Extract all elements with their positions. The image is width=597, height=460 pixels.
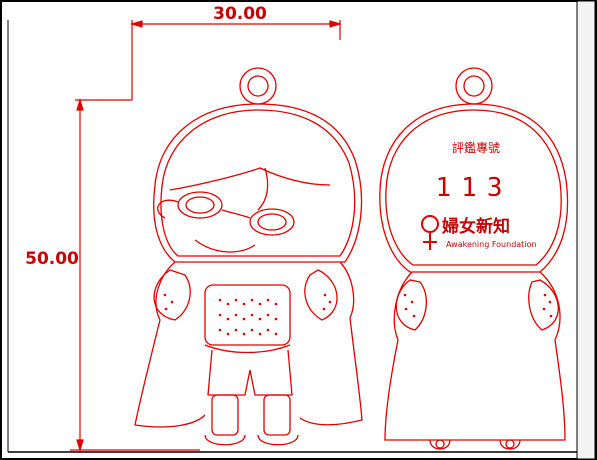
- back-number: 113: [436, 173, 513, 203]
- height-dimension-label: 50.00: [25, 249, 79, 269]
- back-dot-texture: [403, 293, 553, 318]
- height-dimension: [70, 97, 200, 453]
- right-edge-panel: [576, 0, 596, 460]
- back-logo-subtext: Awakening Foundation: [446, 240, 537, 249]
- front-view-figure: [134, 67, 363, 446]
- back-caption: 評鑑專號: [452, 140, 500, 155]
- back-view-figure: [379, 67, 569, 450]
- awakening-logo-icon: [421, 215, 439, 250]
- front-dot-texture: [163, 293, 332, 336]
- width-dimension: [75, 20, 343, 101]
- back-logo-text: 婦女新知: [441, 216, 510, 237]
- width-dimension-label: 30.00: [213, 4, 267, 24]
